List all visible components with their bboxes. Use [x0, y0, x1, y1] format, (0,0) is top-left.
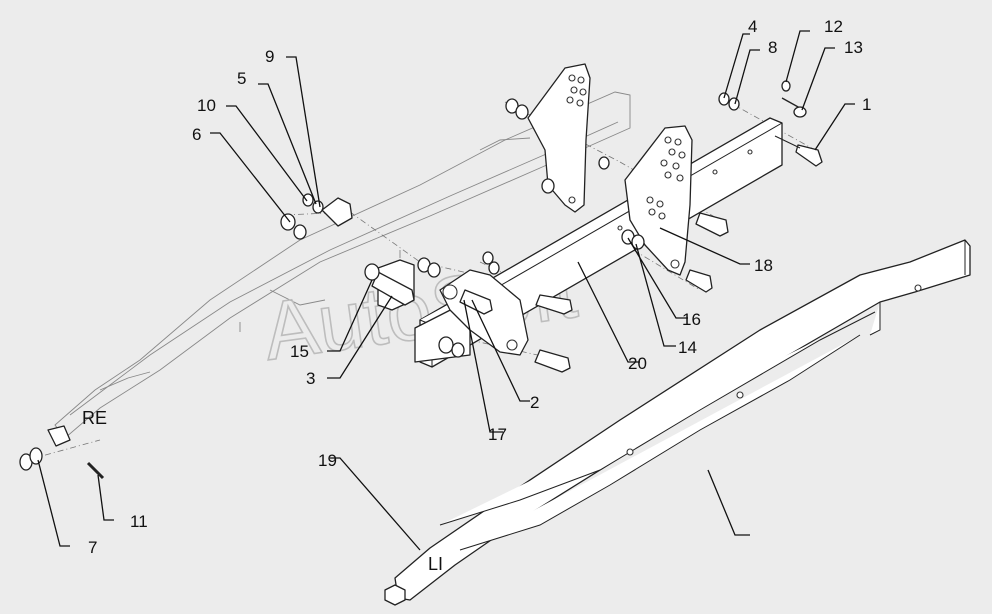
callout-14: 14 [678, 338, 697, 357]
callout-6: 6 [192, 125, 201, 144]
bolt-3 [371, 271, 415, 306]
callout-15: 15 [290, 342, 309, 361]
bolt-lower-b [535, 294, 573, 315]
bolt-lower-a [534, 349, 571, 373]
callout-10: 10 [197, 96, 216, 115]
bolt-2 [459, 289, 493, 315]
callout-12: 12 [824, 17, 843, 36]
washer-5 [312, 200, 324, 214]
washer-10 [302, 193, 314, 207]
nut-6 [280, 213, 307, 240]
nut-rear-lower [541, 178, 555, 194]
washer-14 [598, 156, 610, 170]
nuts-upper [417, 251, 500, 278]
pin-12 [781, 80, 801, 109]
washer-4 [718, 92, 730, 106]
callout-5: 5 [237, 69, 246, 88]
leader-lines [37, 30, 855, 551]
callout-13: 13 [844, 38, 863, 57]
bolt-18a [695, 212, 729, 237]
bracket-9 [321, 197, 353, 227]
left-side-label: LI [428, 554, 443, 574]
washer-8 [728, 97, 740, 111]
callout-20: 20 [628, 354, 647, 373]
nut-lower-plate [438, 336, 465, 358]
callout-11: 11 [130, 512, 148, 531]
lift-arm-19 [384, 239, 971, 606]
callout-16: 16 [682, 310, 701, 329]
rear-bracket-plate [527, 63, 591, 213]
callout-1: 1 [862, 95, 871, 114]
callout-2: 2 [530, 393, 539, 412]
pin-11 [86, 461, 105, 480]
fasteners [19, 80, 823, 480]
callout-labels: 1 2 3 4 5 6 7 8 9 10 11 12 13 14 15 16 1… [88, 17, 871, 557]
bolt-18b [685, 269, 713, 293]
callout-7: 7 [88, 538, 97, 557]
washers-7 [19, 447, 43, 471]
nut-15 [364, 263, 380, 281]
nut-rear-upper [505, 98, 529, 120]
callout-18: 18 [754, 256, 773, 275]
right-side-label: RE [82, 408, 107, 428]
clip-13 [793, 106, 807, 118]
arm-end-cap [47, 425, 71, 447]
callout-9: 9 [265, 47, 274, 66]
bracket-18-holes [646, 136, 686, 269]
callout-19: 19 [318, 451, 337, 470]
callout-4: 4 [748, 17, 757, 36]
callout-8: 8 [768, 38, 777, 57]
callout-3: 3 [306, 369, 315, 388]
callout-17: 17 [488, 425, 507, 444]
